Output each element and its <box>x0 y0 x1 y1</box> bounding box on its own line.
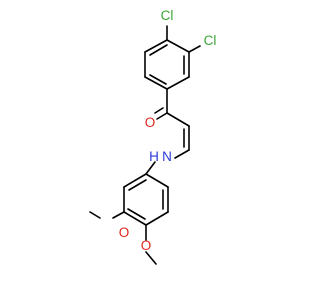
atom-nh: N <box>162 149 172 164</box>
structure-svg: Cl Cl O N H O O <box>89 8 217 265</box>
bond-carbonyl-o-2 <box>154 107 164 114</box>
molecule-diagram: Cl Cl O N H O O <box>89 8 217 265</box>
dimethoxyphenyl-ring <box>123 173 169 226</box>
dichlorophenyl-ring <box>144 39 190 90</box>
atom-o-keto: O <box>145 115 156 130</box>
atom-o-methoxy-left: O <box>119 225 130 240</box>
bond-meo1-ch3 <box>89 211 101 219</box>
atom-o-methoxy-bottom: O <box>141 238 152 253</box>
bond-carbonyl-o-1 <box>156 112 168 120</box>
bond-cl-right <box>188 45 201 53</box>
bond-carbonyl-alkene <box>166 112 190 127</box>
atom-cl-right: Cl <box>204 33 217 48</box>
atom-cl-upper: Cl <box>161 8 174 23</box>
bond-alkene-nh <box>174 149 190 159</box>
bond-nh-ring <box>145 161 156 175</box>
bond-meo2-ch3 <box>145 251 157 265</box>
atom-nh-h: H <box>149 149 159 164</box>
bond-meo1-o <box>112 211 125 219</box>
